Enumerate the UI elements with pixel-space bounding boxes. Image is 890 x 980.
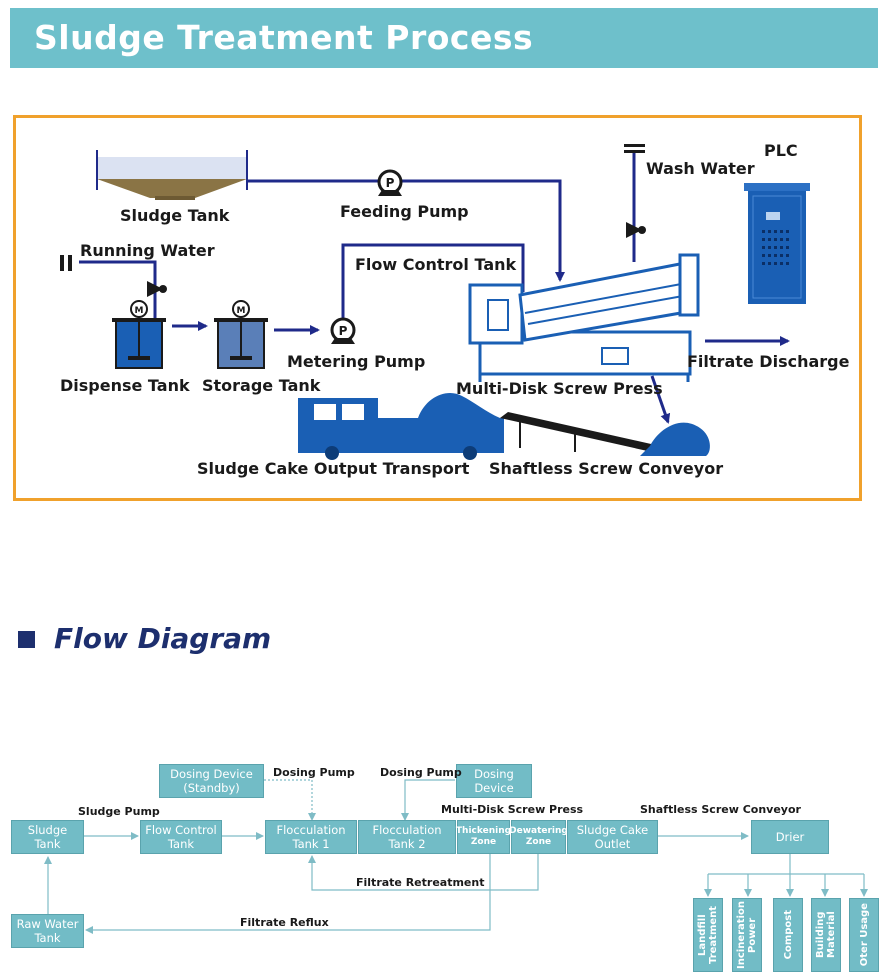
feeding-pump-label: Feeding Pump (340, 202, 469, 221)
flow-diagram-title: Flow Diagram (54, 622, 272, 655)
filtrate-retreatment-label: Filtrate Retreatment (356, 876, 485, 889)
storage-tank-graphic: M (214, 300, 268, 369)
dispense-tank-label: Dispense Tank (60, 376, 190, 395)
screw-conveyor-flow-label: Shaftless Screw Conveyor (640, 803, 801, 816)
storage-tank-label: Storage Tank (202, 376, 321, 395)
screw-press-flow-label: Multi-Disk Screw Press (441, 803, 584, 816)
filtrate-reflux-label: Filtrate Reflux (240, 916, 329, 929)
dispense-tank-graphic: M (112, 300, 166, 369)
output-transport-label: Sludge Cake Output Transport (197, 459, 470, 478)
svg-text:M: M (237, 306, 246, 316)
svg-text:M: M (135, 306, 144, 316)
dosing-pump-label: Dosing Pump (380, 766, 462, 779)
plc-label: PLC (764, 141, 798, 160)
svg-text:P: P (386, 176, 395, 190)
screw-conveyor-label: Shaftless Screw Conveyor (489, 459, 724, 478)
flow-node-landfill-treatment: Landfill Treatment (693, 898, 723, 972)
process-pipes (79, 150, 790, 424)
sludge-pump-label: Sludge Pump (78, 805, 160, 818)
valve-icon (626, 222, 646, 238)
flow-node-dosing-device-standby: Dosing Device(Standby) (159, 764, 264, 798)
plc-cabinet-graphic (744, 183, 810, 304)
sludge-tank-graphic (96, 150, 248, 200)
page-title: Sludge Treatment Process (34, 18, 534, 57)
sludge-tank-label: Sludge Tank (120, 206, 230, 225)
conveyor-graphic (500, 412, 710, 456)
heading-bullet-icon (18, 631, 35, 648)
flow-control-tank-label: Flow Control Tank (355, 255, 517, 274)
header-banner: Sludge Treatment Process (10, 8, 878, 68)
metering-pump-label: Metering Pump (287, 352, 426, 371)
valve-icon (147, 281, 167, 297)
filtrate-discharge-label: Filtrate Discharge (687, 352, 850, 371)
dosing-pump-label: Dosing Pump (273, 766, 355, 779)
truck-graphic (298, 392, 504, 460)
metering-pump-icon: P (330, 317, 356, 344)
flow-node-incineration-power: Incineration Power (732, 898, 762, 972)
running-water-label: Running Water (80, 241, 215, 260)
svg-text:P: P (339, 324, 348, 338)
flow-node-building-material: Building Material (811, 898, 841, 972)
feeding-pump-icon: P (377, 169, 403, 196)
screw-press-label: Multi-Disk Screw Press (456, 379, 663, 398)
flow-node-drier: Drier (751, 820, 829, 854)
flow-node-oter-usage: Oter Usage (849, 898, 879, 972)
wash-water-label: Wash Water (646, 159, 755, 178)
flow-node-compost: Compost (773, 898, 803, 972)
screw-press-graphic (468, 253, 700, 382)
